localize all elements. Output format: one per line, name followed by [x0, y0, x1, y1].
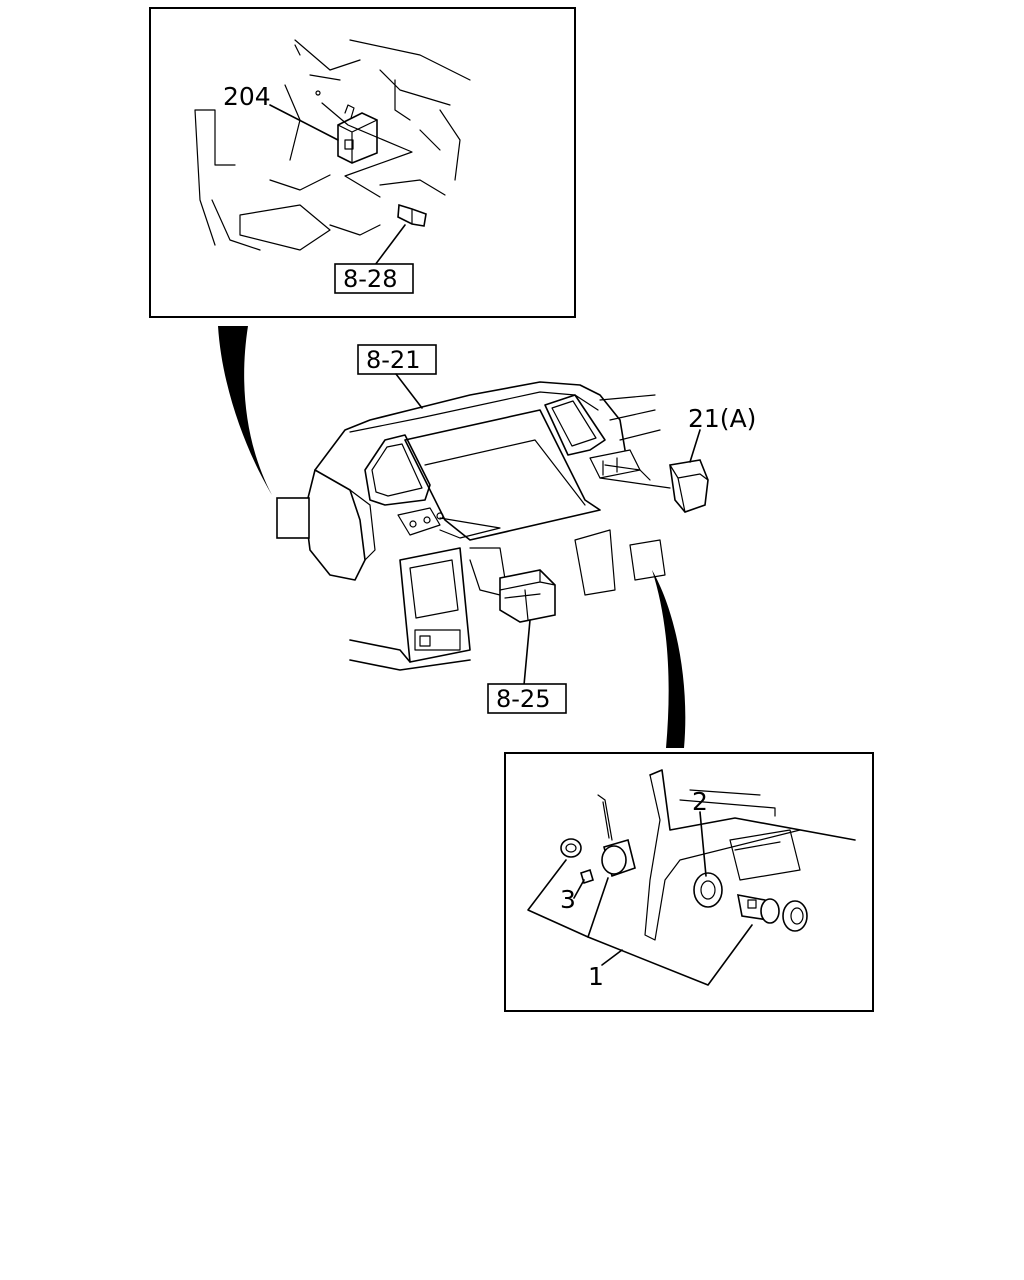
socket-2	[693, 872, 723, 908]
lighter-knob-ring	[760, 898, 780, 924]
side-vent	[276, 497, 310, 539]
leader-3	[573, 879, 585, 899]
leader-8-28	[374, 224, 406, 266]
ref-label-8-21: 8-21	[366, 346, 420, 374]
retainer-ring	[560, 838, 582, 858]
callout-2: 2	[692, 787, 708, 816]
leader-21a	[689, 429, 701, 463]
callout-3: 3	[560, 885, 576, 914]
left-switch-bank	[397, 507, 441, 536]
ref-box-8-25[interactable]	[487, 683, 567, 714]
callout-21a: 21(A)	[688, 404, 756, 433]
callout-204: 204	[223, 82, 271, 111]
leader-2	[699, 811, 707, 877]
panel-opening	[729, 829, 801, 881]
lighter-detail-frame	[504, 752, 874, 1012]
lower-switch	[414, 629, 461, 651]
right-switch-bank	[589, 449, 641, 479]
leader-8-25	[523, 619, 531, 686]
center-display	[404, 409, 601, 541]
relay-detail-inset: 204 8-28	[149, 7, 576, 318]
ref-label-8-28: 8-28	[343, 265, 397, 293]
lower-left-panel	[399, 547, 471, 663]
left-gauge-hood	[364, 434, 431, 506]
bracket-1-right	[587, 924, 753, 986]
leader-204	[269, 104, 339, 141]
right-gauge-hood	[544, 394, 606, 456]
ref-box-8-21[interactable]	[357, 344, 437, 375]
lighter-knob	[782, 900, 808, 932]
inset-pointer-lower	[652, 570, 686, 748]
left-side-panel	[304, 469, 366, 581]
ref-label-8-25: 8-25	[496, 685, 550, 713]
ref-box-8-28[interactable]	[334, 263, 414, 294]
callout-1: 1	[588, 962, 604, 991]
lighter-socket-area	[629, 539, 666, 581]
switch-21a	[669, 459, 709, 513]
inset-pointer-upper	[218, 326, 272, 495]
leader-8-21	[395, 373, 423, 409]
dashboard-main: 8-21	[276, 344, 756, 714]
relay-terminal	[344, 139, 354, 150]
mount-hole	[315, 90, 321, 96]
bracket-1-left	[527, 859, 609, 938]
leader-1	[601, 949, 623, 966]
lighter-detail-inset: 2 3 1	[504, 752, 874, 1012]
instrument-shroud	[314, 381, 626, 471]
